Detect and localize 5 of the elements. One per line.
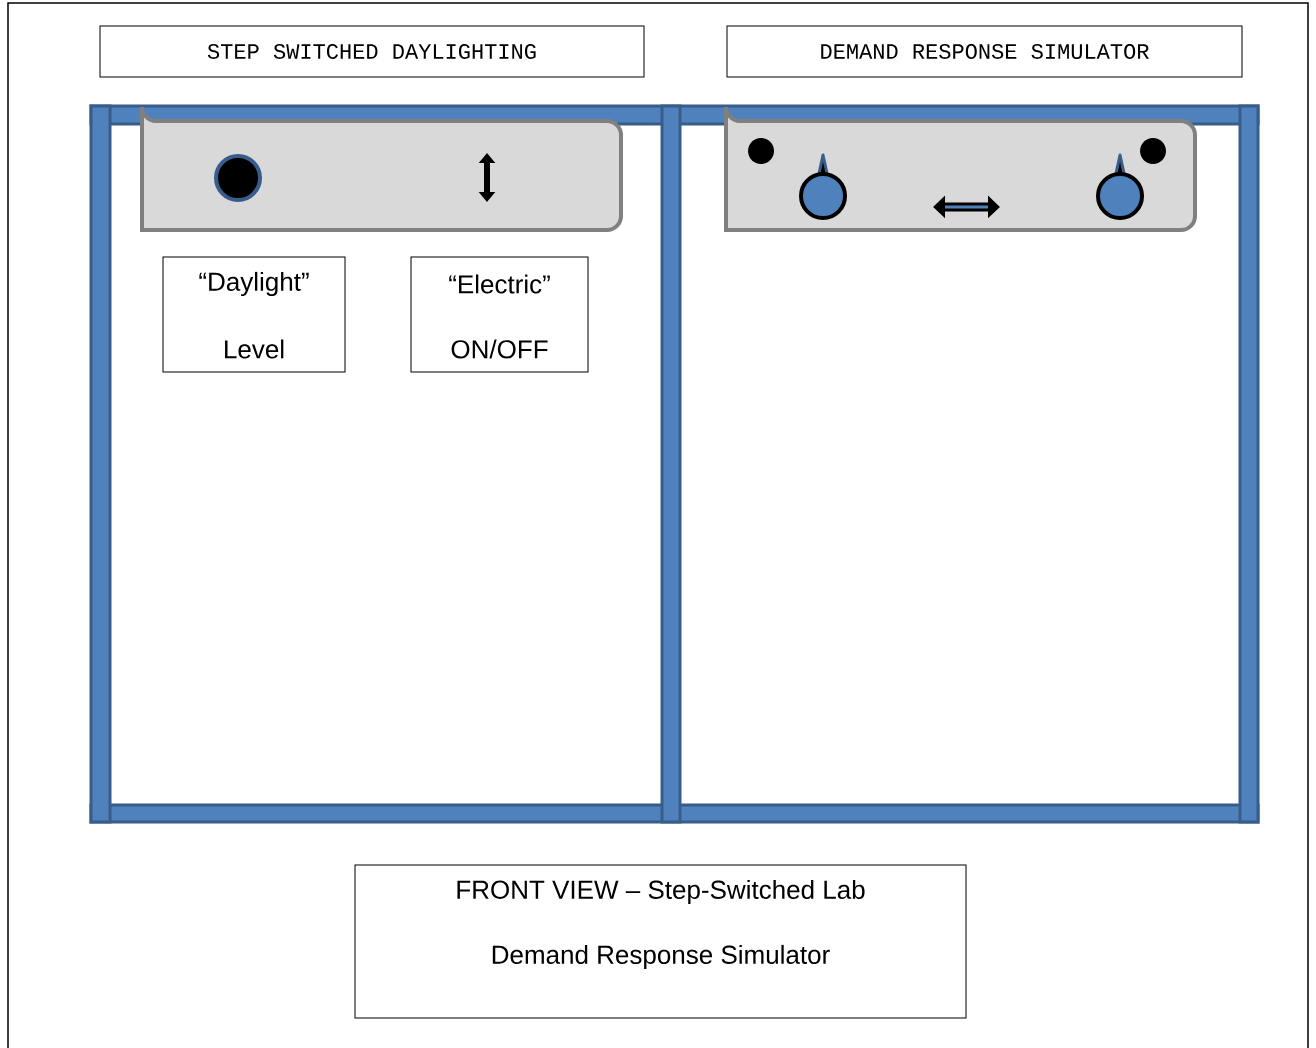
heading-box: STEP SWITCHED DAYLIGHTING (99, 25, 645, 78)
title: FRONT VIEW – Step-Switched Lab (457, 879, 865, 905)
label-box: “Daylight” Level (162, 256, 346, 373)
label-box: “Electric” ON/OFF (410, 256, 589, 373)
heading-box: DEMAND RESPONSE SIMULATOR (726, 25, 1243, 78)
